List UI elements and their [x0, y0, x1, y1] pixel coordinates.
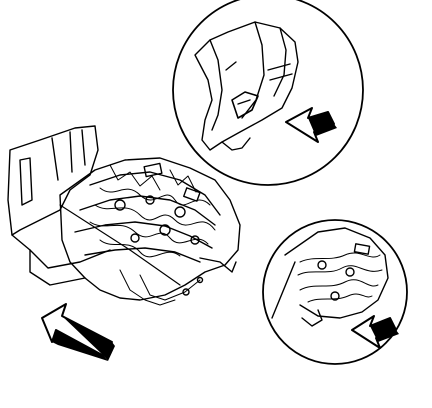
engine-block — [59, 157, 241, 301]
wiring-harness — [99, 187, 211, 206]
callout-detail-top — [172, 0, 364, 186]
callout-detail-bottom — [262, 219, 408, 365]
direction-arrow-large — [41, 303, 115, 361]
probe-line — [271, 261, 296, 319]
leader-line — [59, 204, 181, 286]
retaining-clip — [231, 91, 259, 119]
engine-assembly — [7, 125, 241, 306]
